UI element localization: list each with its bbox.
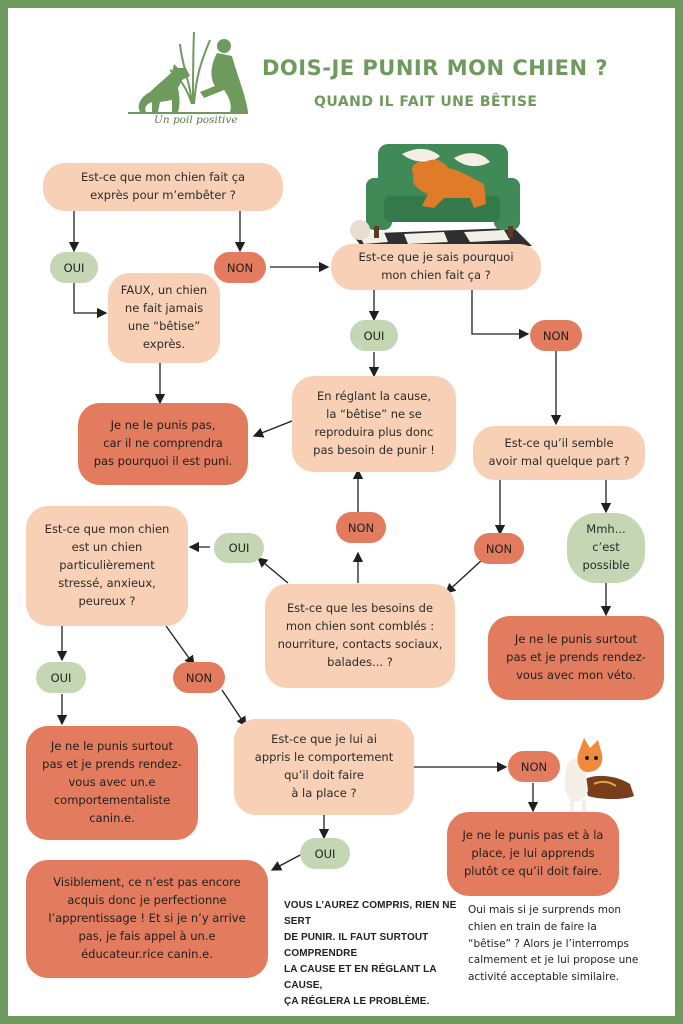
question-stresse: Est-ce que mon chien est un chien partic…	[26, 506, 188, 626]
question-mal: Est-ce qu’il semble avoir mal quelque pa…	[473, 426, 645, 480]
answer-non-appris: NON	[508, 751, 560, 782]
cause-statement: En réglant la cause, la “bêtise” ne se r…	[292, 376, 456, 472]
question-besoins: Est-ce que les besoins de mon chien sont…	[265, 584, 455, 688]
sofa-dog-illustration-icon	[350, 144, 532, 250]
answer-non-expres: NON	[214, 252, 266, 283]
answer-non-mal: NON	[474, 533, 524, 564]
question-appris: Est-ce que je lui ai appris le comportem…	[234, 719, 414, 815]
answer-non-pourquoi: NON	[530, 320, 582, 351]
infographic-page: Un poil positive DOIS-JE PUNIR MON CHIEN…	[8, 8, 675, 1016]
surprise-note: Oui mais si je surprends mon chien en tr…	[468, 904, 639, 984]
page-subtitle: QUAND IL FAIT UNE BÊTISE	[314, 94, 538, 110]
brand-name: Un poil positive	[154, 114, 238, 126]
question-expres: Est-ce que mon chien fait ça exprès pour…	[43, 163, 283, 211]
answer-oui-appris: OUI	[300, 838, 350, 869]
conclusion-note: VOUS L’AUREZ COMPRIS, RIEN NE SERT DE PU…	[284, 900, 457, 1007]
question-pourquoi: Est-ce que je sais pourquoi mon chien fa…	[331, 244, 541, 290]
answer-oui-besoins: OUI	[214, 533, 264, 563]
faux-statement: FAUX, un chien ne fait jamais une “bêtis…	[108, 273, 220, 363]
answer-non-besoins: NON	[336, 512, 386, 543]
result-educateur: Visiblement, ce n’est pas encore acquis …	[26, 860, 268, 978]
answer-oui-expres: OUI	[50, 252, 98, 283]
result-apprends: Je ne le punis pas et à la place, je lui…	[447, 812, 619, 896]
cat-with-shoe-illustration-icon	[564, 738, 634, 812]
result-comportementaliste: Je ne le punis surtout pas et je prends …	[26, 726, 198, 840]
flowchart-connectors	[56, 211, 612, 871]
result-ne-punis-pas: Je ne le punis pas, car il ne comprendra…	[78, 403, 248, 485]
woman-and-dog-logo-icon	[128, 31, 248, 114]
page-title: DOIS-JE PUNIR MON CHIEN ?	[262, 56, 609, 80]
answer-oui-pourquoi: OUI	[350, 320, 398, 351]
mmh-possible: Mmh... c’est possible	[567, 513, 645, 583]
result-veto: Je ne le punis surtout pas et je prends …	[488, 616, 664, 700]
answer-oui-stresse: OUI	[36, 662, 86, 693]
answer-non-stresse: NON	[173, 662, 225, 693]
